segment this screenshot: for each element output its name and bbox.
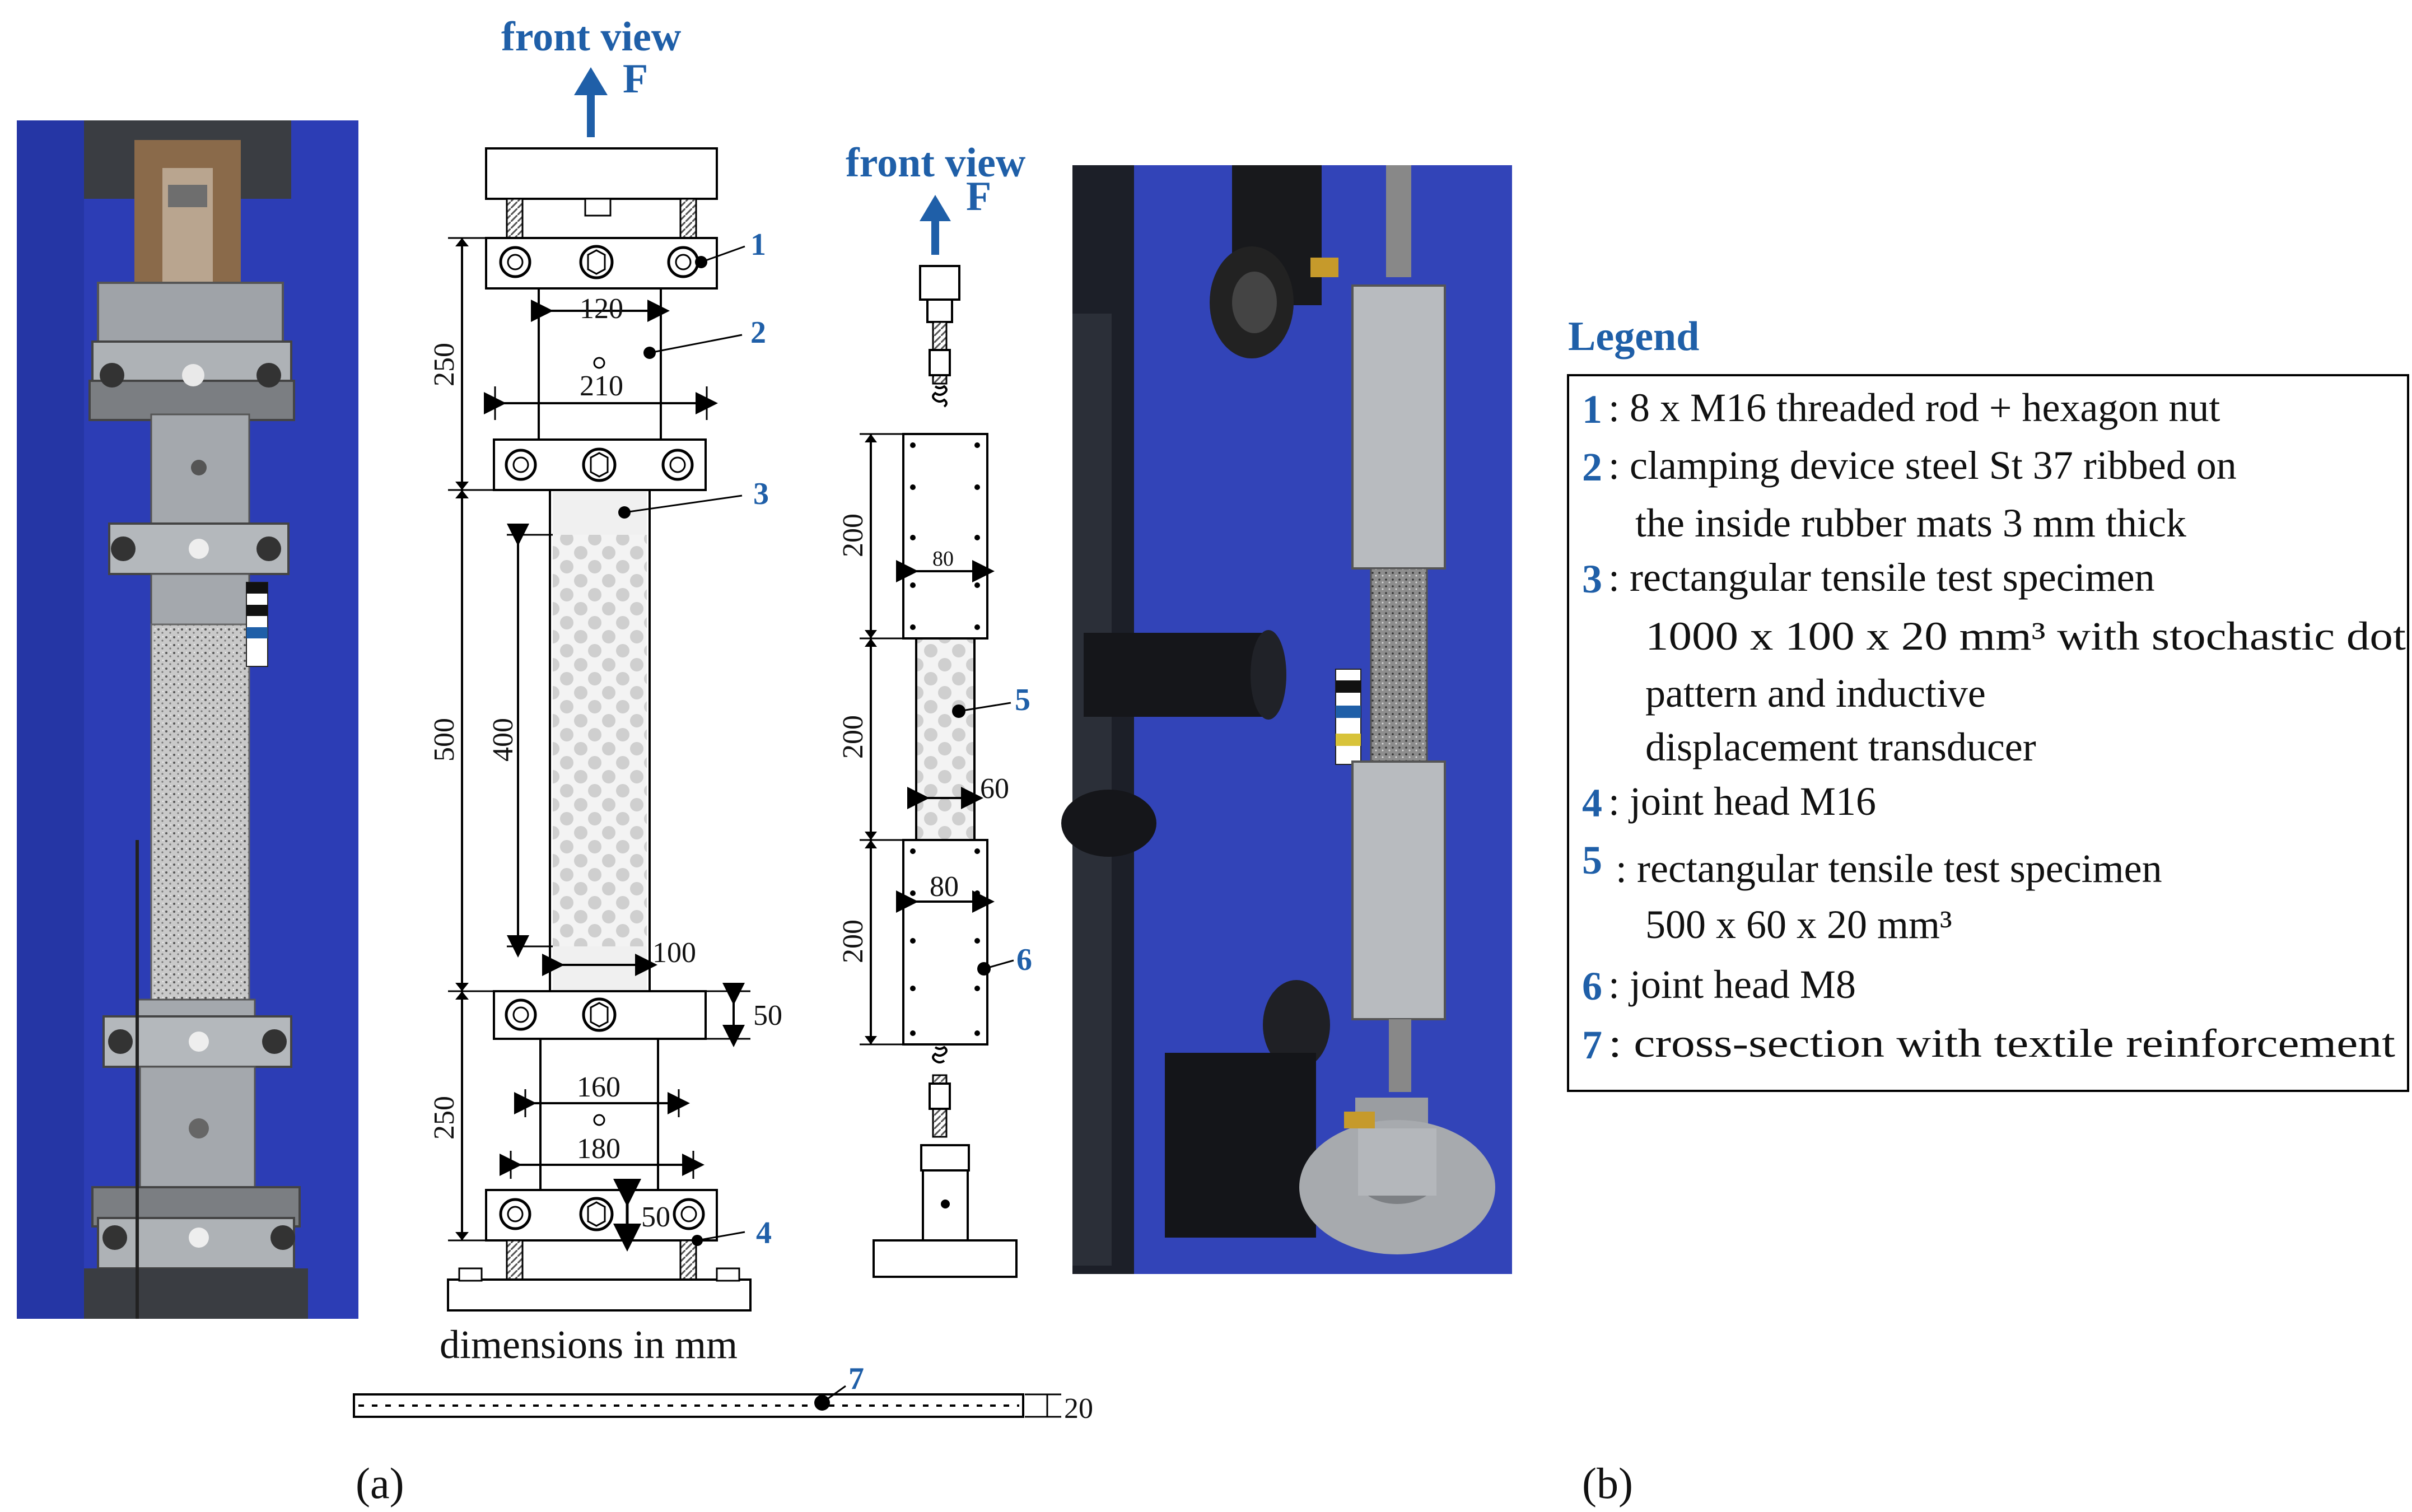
legend-item-7-line-1: : cross-section with textile reinforceme… xyxy=(1608,1021,2395,1066)
legend-item-2-num: 2 xyxy=(1582,445,1602,489)
drawing-b: front view F 80 60 5 xyxy=(837,140,1032,1278)
force-label-b: F xyxy=(966,174,991,220)
callout-7: 7 xyxy=(848,1361,864,1396)
caption-a: (a) xyxy=(356,1459,404,1508)
legend-item-5-num: 5 xyxy=(1582,838,1602,883)
legend-item-6-num: 6 xyxy=(1582,964,1602,1009)
dim-160: 160 xyxy=(577,1071,621,1103)
dim-50-b: 50 xyxy=(641,1201,670,1233)
dim-400: 400 xyxy=(487,718,519,762)
dim-200-top: 200 xyxy=(837,514,869,557)
dim-250-bottom: 250 xyxy=(428,1096,460,1140)
force-arrow-icon-b xyxy=(920,195,951,255)
front-view-label-a: front view xyxy=(501,14,682,60)
legend-item-3-line-2: 1000 x 100 x 20 mm³ with stochastic dot xyxy=(1645,614,2406,659)
caption-b: (b) xyxy=(1582,1459,1633,1508)
callout-5: 5 xyxy=(1015,683,1030,717)
legend-item-2-line-2: the inside rubber mats 3 mm thick xyxy=(1635,501,2186,545)
force-arrow-icon-a xyxy=(574,67,608,137)
drawing-a: front view F 120 210 xyxy=(353,14,1093,1425)
legend-item-1-num: 1 xyxy=(1582,387,1602,432)
dim-100: 100 xyxy=(652,937,696,969)
dim-210: 210 xyxy=(580,370,623,402)
dim-50-a: 50 xyxy=(753,1000,782,1032)
callout-2: 2 xyxy=(750,315,766,350)
dim-200-mid: 200 xyxy=(837,715,869,759)
legend-item-4-line-1: : joint head M16 xyxy=(1608,779,1876,824)
callout-6: 6 xyxy=(1016,942,1032,977)
legend-item-5-line-2: 500 x 60 x 20 mm³ xyxy=(1645,902,1952,947)
legend-box xyxy=(1567,374,2409,1092)
legend-item-3-line-1: : rectangular tensile test specimen xyxy=(1608,555,2155,600)
dim-120: 120 xyxy=(580,293,623,325)
force-label-a: F xyxy=(623,56,648,102)
legend: Legend 1 : 8 x M16 threaded rod + hexago… xyxy=(1567,314,2409,1092)
dimensions-note: dimensions in mm xyxy=(440,1322,738,1367)
dim-180: 180 xyxy=(577,1133,621,1165)
legend-item-1-line-1: : 8 x M16 threaded rod + hexagon nut xyxy=(1608,385,2220,430)
front-view-label-b: front view xyxy=(846,140,1026,186)
legend-item-7-num: 7 xyxy=(1582,1023,1602,1067)
legend-item-5-line-1: : rectangular tensile test specimen xyxy=(1616,846,2162,891)
dim-500: 500 xyxy=(428,718,460,762)
legend-item-4-num: 4 xyxy=(1582,781,1602,825)
dim-200-bottom: 200 xyxy=(837,920,869,963)
dim-60: 60 xyxy=(980,773,1009,805)
legend-item-3-line-4: displacement transducer xyxy=(1645,725,2036,769)
dim-20: 20 xyxy=(1064,1393,1093,1425)
dim-250-top: 250 xyxy=(428,343,460,386)
legend-title: Legend xyxy=(1568,314,1699,360)
dim-80-bottom: 80 xyxy=(930,871,959,903)
legend-item-6-line-1: : joint head M8 xyxy=(1608,962,1856,1007)
dim-80-top: 80 xyxy=(932,547,954,571)
callout-4: 4 xyxy=(756,1216,772,1250)
callout-1: 1 xyxy=(750,227,766,262)
callout-3: 3 xyxy=(753,477,769,511)
legend-item-3-line-3: pattern and inductive xyxy=(1645,671,1986,716)
left-photo xyxy=(17,120,358,1319)
legend-item-2-line-1: : clamping device steel St 37 ribbed on xyxy=(1608,443,2237,488)
legend-item-3-num: 3 xyxy=(1582,557,1602,601)
right-photo xyxy=(1061,165,1512,1274)
